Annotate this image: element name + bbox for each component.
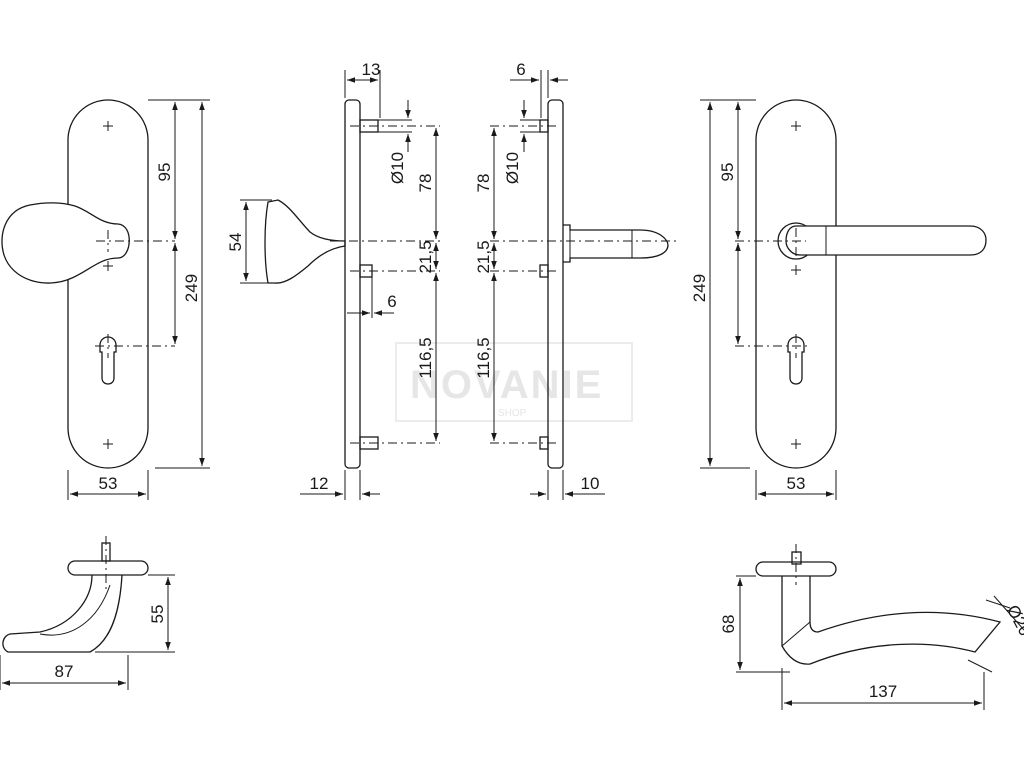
lever-top-view-right: Ø20 68 137 <box>719 544 1024 710</box>
dim-lever-axis-bottom: 249 <box>690 274 709 302</box>
dim-right-grip-diameter: Ø20 <box>1003 602 1024 639</box>
dim-lever-hole: Ø10 <box>503 152 522 184</box>
dim-right-lever-length: 137 <box>869 682 897 701</box>
dim-lever-plate-thickness: 6 <box>516 60 525 79</box>
keyhole-icon <box>95 334 175 385</box>
dim-knob-axis-offset: 21,5 <box>416 240 435 273</box>
lever-side-plate <box>547 99 564 469</box>
dim-knob-pin: 6 <box>387 292 396 311</box>
lever-side-view: Ø10 6 78 21,5 116,5 10 <box>474 60 680 500</box>
dim-knob-base: 12 <box>310 474 329 493</box>
dim-lever-axis-offset: 21,5 <box>474 240 493 273</box>
lever-top-view-left: 55 87 <box>0 536 175 690</box>
screw-icon <box>103 121 113 449</box>
dim-lever-top-axis: 95 <box>718 163 737 182</box>
dim-knob-upper: 78 <box>416 174 435 193</box>
lever-front-view: 95 249 53 <box>690 99 987 500</box>
dim-lever-lower: 116,5 <box>474 337 493 378</box>
knob-front-view: 95 249 53 <box>1 99 210 500</box>
knob-side-view: Ø10 13 54 78 21,5 116,5 6 12 <box>226 60 440 500</box>
dim-lever-upper: 78 <box>474 174 493 193</box>
knob-shape <box>1 202 130 284</box>
dim-left-lever-length: 87 <box>55 662 74 681</box>
watermark-subtext: SHOP <box>498 408 527 419</box>
dim-knob-axis-bottom: 249 <box>182 274 201 302</box>
keyhole-icon <box>735 334 810 385</box>
lever-plate <box>755 99 837 469</box>
watermark: NOVANIE SHOP <box>395 342 633 422</box>
dim-knob-width: 53 <box>99 474 118 493</box>
dim-knob-top-axis: 95 <box>155 163 174 182</box>
screw-icon <box>791 121 801 449</box>
dim-knob-lower: 116,5 <box>416 337 435 378</box>
dim-lever-width: 53 <box>787 474 806 493</box>
knob-side-plate <box>344 99 361 469</box>
knob-plate <box>67 99 149 469</box>
watermark-text: NOVANIE <box>410 363 603 407</box>
dim-lever-base: 10 <box>581 474 600 493</box>
dim-knob-diameter: 54 <box>226 233 245 252</box>
dim-right-lever-height: 68 <box>719 615 738 634</box>
dim-knob-hole: Ø10 <box>388 152 407 184</box>
dim-knob-plate-thickness: 13 <box>362 60 381 79</box>
dim-left-lever-height: 55 <box>148 605 167 624</box>
